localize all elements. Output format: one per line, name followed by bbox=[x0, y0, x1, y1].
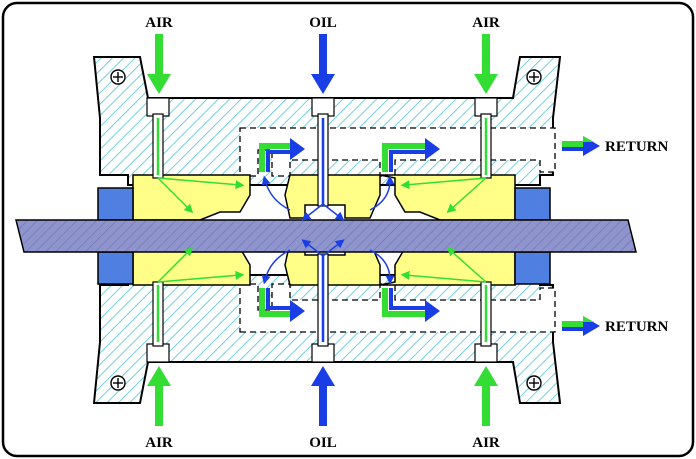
air-port-bottom-right bbox=[474, 281, 498, 363]
air-port-top-left bbox=[146, 97, 170, 179]
return-flow-arrow bbox=[259, 288, 440, 322]
air-port-top-right bbox=[474, 97, 498, 179]
return-label-lower: RETURN bbox=[605, 319, 669, 335]
plus-circle-icon bbox=[110, 375, 126, 391]
oil-port-bottom bbox=[311, 253, 335, 363]
oil-label-bottom: OIL bbox=[309, 435, 337, 451]
air-inlet-arrow bbox=[147, 366, 171, 426]
oil-inlet-arrow bbox=[311, 34, 335, 94]
end-block bbox=[97, 251, 134, 285]
internal-oil-flow bbox=[261, 175, 395, 285]
seal-ring-upper-center bbox=[284, 174, 381, 219]
oil-inlet-arrow bbox=[311, 366, 335, 426]
return-label-upper: RETURN bbox=[605, 139, 669, 155]
return-outlet-arrow bbox=[562, 316, 600, 336]
end-block bbox=[514, 251, 551, 285]
air-label-bottom-left: AIR bbox=[145, 435, 173, 451]
air-inlet-arrow bbox=[147, 34, 171, 94]
air-label-top-left: AIR bbox=[145, 15, 173, 31]
return-outlet-arrow bbox=[562, 136, 600, 156]
air-label-bottom-right: AIR bbox=[472, 435, 500, 451]
internal-air-flow bbox=[157, 177, 487, 283]
end-block bbox=[514, 187, 551, 221]
plus-circle-icon bbox=[526, 69, 542, 85]
return-flow-arrow bbox=[259, 138, 440, 172]
end-block bbox=[97, 187, 134, 221]
plus-circle-icon bbox=[526, 375, 542, 391]
oil-port-top bbox=[311, 97, 335, 207]
oil-label-top: OIL bbox=[309, 15, 337, 31]
air-inlet-arrow bbox=[474, 34, 498, 94]
shaft bbox=[15, 219, 637, 253]
plus-circle-icon bbox=[110, 69, 126, 85]
air-inlet-arrow bbox=[474, 366, 498, 426]
air-label-top-right: AIR bbox=[472, 15, 500, 31]
